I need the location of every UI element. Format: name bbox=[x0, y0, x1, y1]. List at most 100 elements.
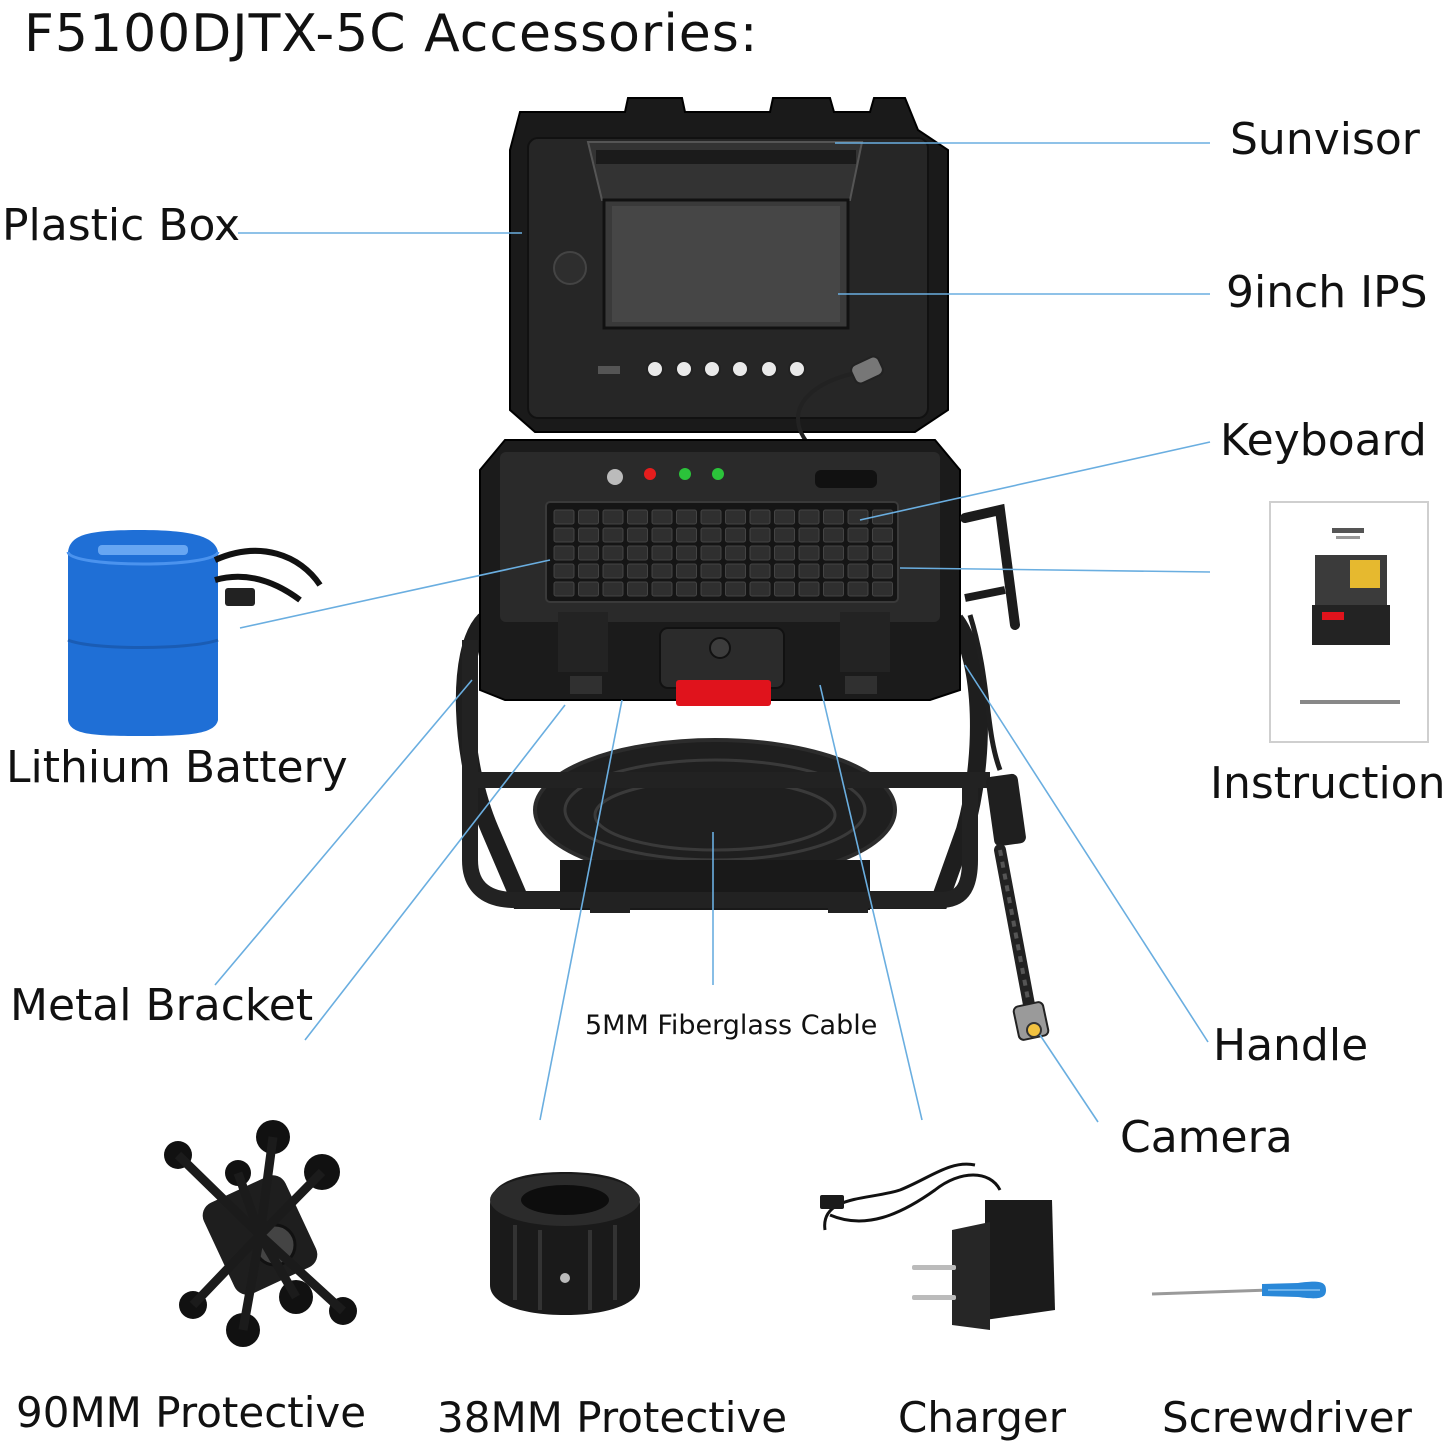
leader-instruction bbox=[899, 567, 1211, 573]
keyboard-key bbox=[676, 563, 697, 579]
keyboard-key bbox=[553, 527, 575, 543]
keyboard-key bbox=[725, 509, 746, 525]
keyboard-key bbox=[578, 581, 599, 597]
label-90mm-protective: 90MM Protective bbox=[16, 1388, 367, 1437]
keyboard-key bbox=[700, 509, 722, 525]
keyboard-key bbox=[749, 563, 771, 579]
leader-lines bbox=[214, 142, 1211, 1123]
keyboard-key bbox=[553, 545, 575, 561]
leader-charger bbox=[819, 684, 923, 1121]
battery-pack-icon bbox=[66, 530, 323, 736]
keyboard-key bbox=[602, 509, 624, 525]
keyboard-key bbox=[602, 545, 624, 561]
keyboard-key bbox=[627, 527, 648, 543]
leader-keyboard bbox=[859, 441, 1211, 521]
keyboard-key bbox=[627, 581, 648, 597]
keyboard-key bbox=[774, 527, 795, 543]
keyboard-key bbox=[798, 545, 820, 561]
keyboard-key bbox=[847, 527, 869, 543]
keyboard-key bbox=[651, 545, 673, 561]
keyboard-key bbox=[578, 509, 599, 525]
label-38mm-protective: 38MM Protective bbox=[437, 1393, 788, 1442]
label-charger: Charger bbox=[898, 1393, 1066, 1442]
keyboard-key bbox=[627, 509, 648, 525]
keyboard-key bbox=[627, 545, 648, 561]
keyboard-key bbox=[700, 527, 722, 543]
page-title: F5100DJTX-5C Accessories: bbox=[24, 4, 759, 64]
keyboard-key bbox=[602, 527, 624, 543]
label-screwdriver: Screwdriver bbox=[1162, 1393, 1412, 1442]
label-instruction: Instruction bbox=[1210, 758, 1446, 809]
keyboard-key bbox=[847, 545, 869, 561]
keyboard-key bbox=[627, 563, 648, 579]
leader-bracket-a bbox=[214, 679, 473, 986]
inspection-case-icon bbox=[455, 97, 1020, 913]
keyboard-key bbox=[798, 581, 820, 597]
keyboard-key bbox=[700, 581, 722, 597]
keyboard-key bbox=[774, 563, 795, 579]
keyboard-key bbox=[847, 581, 869, 597]
keyboard-key bbox=[749, 527, 771, 543]
keyboard-key bbox=[774, 509, 795, 525]
keyboard-key bbox=[725, 563, 746, 579]
keyboard-key bbox=[578, 545, 599, 561]
label-fiberglass-cable: 5MM Fiberglass Cable bbox=[585, 1010, 878, 1041]
keyboard-key bbox=[553, 563, 575, 579]
keyboard-key bbox=[823, 563, 844, 579]
keyboard-key bbox=[798, 563, 820, 579]
keyboard-key bbox=[847, 509, 869, 525]
keyboard-key bbox=[749, 509, 771, 525]
keyboard-key bbox=[774, 581, 795, 597]
keyboard-key bbox=[700, 563, 722, 579]
keyboard-key bbox=[872, 527, 893, 543]
label-camera: Camera bbox=[1120, 1112, 1293, 1163]
label-lithium-battery: Lithium Battery bbox=[6, 742, 348, 793]
keyboard-key bbox=[725, 545, 746, 561]
keyboard-key bbox=[700, 545, 722, 561]
keyboard-key bbox=[676, 545, 697, 561]
keyboard-key bbox=[651, 527, 673, 543]
keyboard-key bbox=[823, 509, 844, 525]
power-adapter-icon bbox=[820, 1162, 1055, 1330]
keyboard-key bbox=[798, 527, 820, 543]
push-rod-camera-icon bbox=[967, 614, 1050, 1041]
label-ips: 9inch IPS bbox=[1226, 267, 1428, 318]
screwdriver-icon bbox=[1151, 1281, 1326, 1299]
label-handle: Handle bbox=[1213, 1020, 1369, 1071]
keyboard-key bbox=[823, 581, 844, 597]
keyboard-key bbox=[676, 509, 697, 525]
keyboard-key bbox=[872, 563, 893, 579]
keyboard-key bbox=[847, 563, 869, 579]
keyboard-key bbox=[798, 509, 820, 525]
keyboard-key bbox=[651, 581, 673, 597]
keyboard-key bbox=[602, 581, 624, 597]
keyboard-keys bbox=[553, 509, 893, 597]
keyboard-key bbox=[651, 509, 673, 525]
keyboard-key bbox=[578, 563, 599, 579]
protective-ring-icon bbox=[490, 1172, 640, 1315]
keyboard-key bbox=[872, 545, 893, 561]
keyboard-key bbox=[725, 581, 746, 597]
keyboard-key bbox=[725, 527, 746, 543]
leader-battery bbox=[239, 559, 551, 629]
keyboard-key bbox=[823, 527, 844, 543]
keyboard-key bbox=[774, 545, 795, 561]
leader-handle bbox=[964, 664, 1209, 1043]
keyboard-key bbox=[578, 527, 599, 543]
keyboard-key bbox=[553, 509, 575, 525]
leader-38mm bbox=[539, 699, 623, 1121]
keyboard-key bbox=[553, 581, 575, 597]
label-plastic-box: Plastic Box bbox=[2, 200, 241, 251]
keyboard-key bbox=[676, 527, 697, 543]
keyboard-key bbox=[872, 581, 893, 597]
keyboard-key bbox=[749, 545, 771, 561]
keyboard-key bbox=[823, 545, 844, 561]
label-sunvisor: Sunvisor bbox=[1230, 114, 1420, 165]
keyboard-key bbox=[676, 581, 697, 597]
label-keyboard: Keyboard bbox=[1220, 415, 1427, 466]
keyboard-key bbox=[651, 563, 673, 579]
label-metal-bracket: Metal Bracket bbox=[10, 980, 314, 1031]
skid-wheel-icon bbox=[164, 1120, 357, 1347]
keyboard-key bbox=[749, 581, 771, 597]
